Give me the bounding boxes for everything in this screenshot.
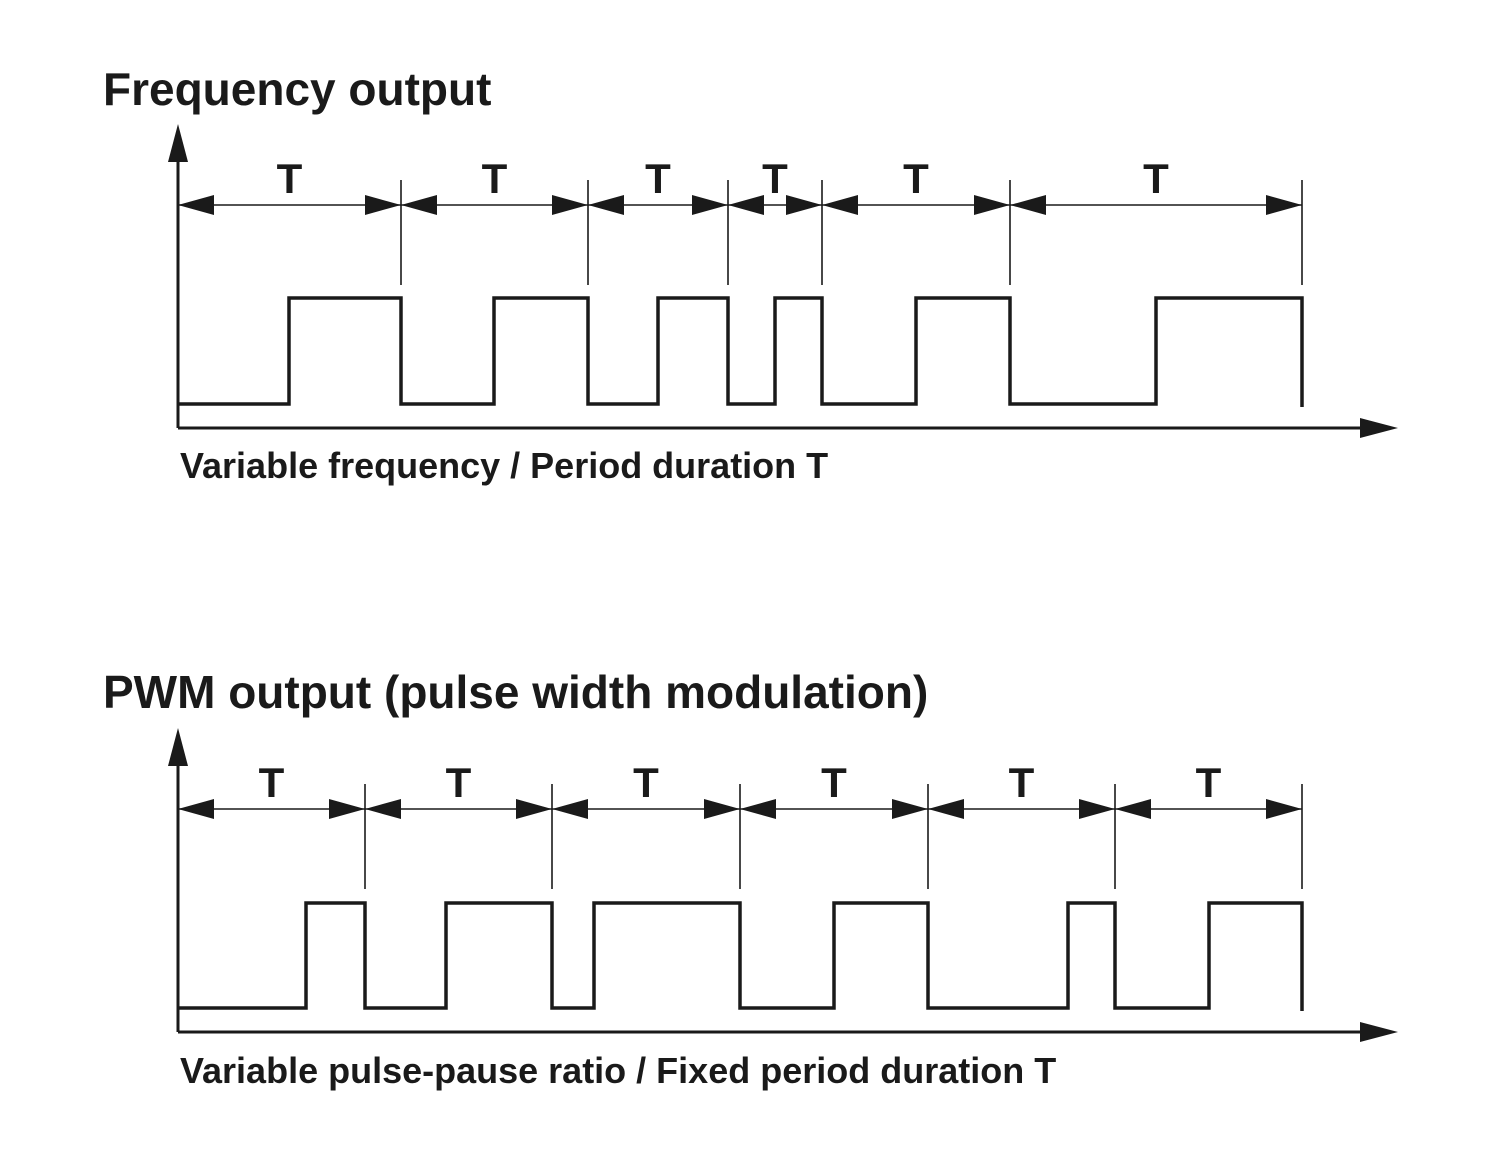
arrow-left-icon xyxy=(178,195,214,215)
frequency-waveform xyxy=(178,296,1304,407)
frequency-output-diagram: Frequency output T T T T T T Variable frequen… xyxy=(103,63,1398,486)
period-label: T xyxy=(633,759,659,806)
arrow-right-icon xyxy=(974,195,1010,215)
arrow-left-icon xyxy=(822,195,858,215)
arrow-right-icon xyxy=(692,195,728,215)
diagram-title: Frequency output xyxy=(103,63,491,115)
diagram-caption: Variable pulse-pause ratio / Fixed perio… xyxy=(180,1050,1056,1091)
period-label: T xyxy=(762,155,788,202)
period-label: T xyxy=(482,155,508,202)
y-axis-arrow-icon xyxy=(168,728,188,766)
arrow-left-icon xyxy=(178,799,214,819)
arrow-left-icon xyxy=(552,799,588,819)
arrow-right-icon xyxy=(552,195,588,215)
arrow-right-icon xyxy=(365,195,401,215)
arrow-left-icon xyxy=(1010,195,1046,215)
arrow-right-icon xyxy=(1079,799,1115,819)
arrow-left-icon xyxy=(588,195,624,215)
arrow-left-icon xyxy=(740,799,776,819)
period-label: T xyxy=(1143,155,1169,202)
arrow-left-icon xyxy=(1115,799,1151,819)
period-label: T xyxy=(645,155,671,202)
arrow-right-icon xyxy=(892,799,928,819)
arrow-right-icon xyxy=(786,195,822,215)
pwm-output-diagram: PWM output (pulse width modulation) T T T T… xyxy=(103,666,1398,1091)
arrow-right-icon xyxy=(516,799,552,819)
y-axis-arrow-icon xyxy=(168,124,188,162)
period-label: T xyxy=(1009,759,1035,806)
arrow-left-icon xyxy=(401,195,437,215)
arrow-right-icon xyxy=(329,799,365,819)
pwm-waveform xyxy=(178,901,1304,1011)
arrow-left-icon xyxy=(728,195,764,215)
period-label: T xyxy=(821,759,847,806)
period-label: T xyxy=(277,155,303,202)
arrow-right-icon xyxy=(704,799,740,819)
arrow-left-icon xyxy=(928,799,964,819)
period-label: T xyxy=(446,759,472,806)
arrow-right-icon xyxy=(1266,195,1302,215)
arrow-right-icon xyxy=(1266,799,1302,819)
diagram-caption: Variable frequency / Period duration T xyxy=(180,445,828,486)
period-label: T xyxy=(1196,759,1222,806)
x-axis-arrow-icon xyxy=(1360,418,1398,438)
period-label: T xyxy=(903,155,929,202)
x-axis-arrow-icon xyxy=(1360,1022,1398,1042)
diagram-title: PWM output (pulse width modulation) xyxy=(103,666,928,718)
period-label: T xyxy=(259,759,285,806)
arrow-left-icon xyxy=(365,799,401,819)
